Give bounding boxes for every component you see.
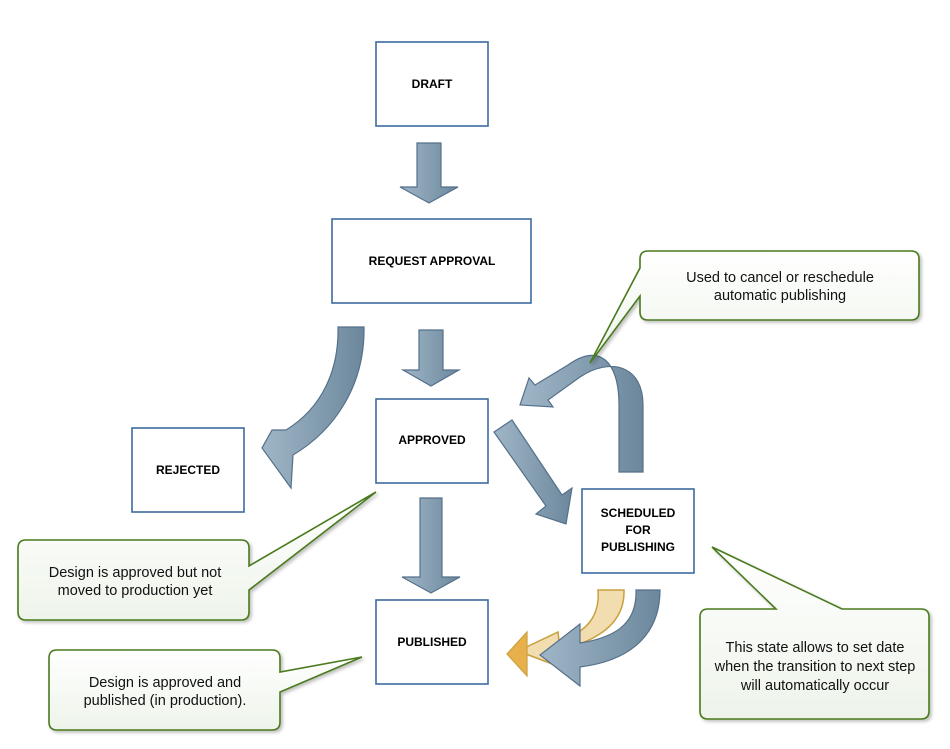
callout-scheduled-line-3: will automatically occur [740, 678, 889, 694]
callout-approved-note: Design is approved but not moved to prod… [17, 491, 377, 621]
state-scheduled-for-publishing: SCHEDULED FOR PUBLISHING [581, 488, 695, 574]
arrow-request-to-approved [400, 329, 462, 387]
arrow-approved-to-scheduled [493, 419, 573, 525]
arrow-scheduled-to-approved [519, 354, 644, 473]
callout-approved-line-1: Design is approved but not [49, 565, 222, 581]
arrow-approved-to-published [401, 497, 461, 594]
callout-cancel-line-2: automatic publishing [714, 288, 846, 304]
callout-cancel-line-1: Used to cancel or reschedule [686, 270, 874, 286]
callout-scheduled-line-2: when the transition to next step [714, 659, 916, 675]
callout-cancel-reschedule: Used to cancel or reschedule automatic p… [589, 250, 920, 364]
callout-approved-line-2: moved to production yet [58, 583, 213, 599]
state-scheduled-label-2: FOR [625, 523, 651, 537]
arrow-orange-head [506, 630, 528, 678]
state-request-approval-label: REQUEST APPROVAL [369, 254, 496, 268]
state-request-approval: REQUEST APPROVAL [331, 218, 532, 304]
arrow-scheduled-to-published [539, 589, 661, 688]
state-scheduled-label-1: SCHEDULED [601, 506, 676, 520]
state-rejected-label: REJECTED [156, 463, 220, 477]
state-approved: APPROVED [375, 398, 489, 484]
callout-scheduled-line-1: This state allows to set date [726, 640, 905, 656]
state-draft-label: DRAFT [412, 77, 453, 91]
callout-published-line-2: published (in production). [84, 693, 247, 709]
state-scheduled-label-3: PUBLISHING [601, 540, 675, 554]
state-published: PUBLISHED [375, 599, 489, 685]
callout-published-note: Design is approved and published (in pro… [48, 649, 363, 731]
state-draft: DRAFT [375, 41, 489, 127]
state-approved-label: APPROVED [398, 433, 466, 447]
arrow-draft-to-request [399, 142, 459, 204]
callout-scheduled-note: This state allows to set date when the t… [699, 546, 930, 720]
state-rejected: REJECTED [131, 427, 245, 513]
callout-published-line-1: Design is approved and [89, 675, 241, 691]
state-published-label: PUBLISHED [397, 635, 467, 649]
arrow-request-to-rejected [261, 326, 365, 490]
